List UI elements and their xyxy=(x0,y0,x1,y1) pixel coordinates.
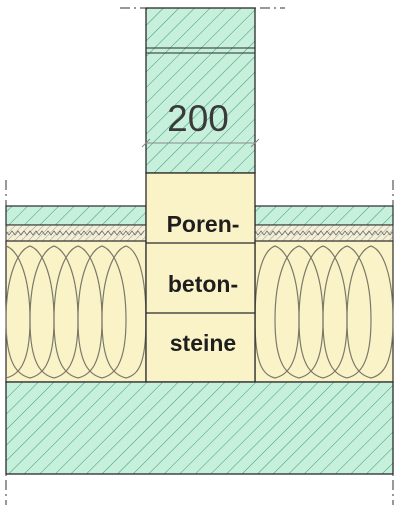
upper-wall-column xyxy=(145,7,256,174)
right-floor-buildup xyxy=(254,205,394,383)
dimension-annotation: 200 xyxy=(141,98,260,148)
right-impact-insulation xyxy=(254,224,394,242)
right-screed-layer xyxy=(254,205,394,226)
wall-label-line-1: Poren- xyxy=(167,211,240,237)
left-screed-layer xyxy=(5,205,147,226)
wall-label-line-2: beton- xyxy=(168,271,238,297)
base-concrete-slab xyxy=(5,381,394,475)
wall-label-line-3: steine xyxy=(170,330,236,356)
left-thermal-insulation xyxy=(5,240,147,383)
right-thermal-insulation xyxy=(254,240,394,383)
left-floor-buildup xyxy=(5,205,147,383)
dimension-value: 200 xyxy=(167,98,229,139)
aerated-concrete-wall: Poren- beton- steine xyxy=(145,172,256,383)
